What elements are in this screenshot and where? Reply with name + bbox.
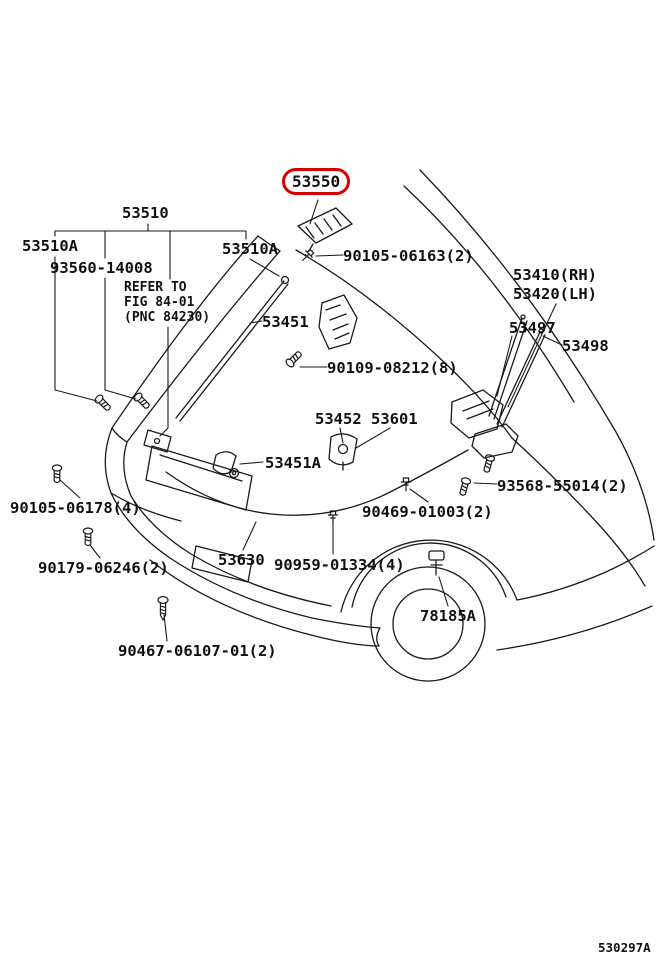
- screw-icon: [157, 595, 169, 621]
- part-label-53451[interactable]: 53451: [262, 313, 309, 331]
- part-label-53497[interactable]: 53497: [509, 319, 556, 337]
- bolt-icon: [51, 464, 63, 484]
- part-label-90105-06163[interactable]: 90105-06163(2): [343, 247, 474, 265]
- part-label-53510[interactable]: 53510: [122, 204, 169, 222]
- part-label-53630[interactable]: 53630: [218, 551, 265, 569]
- refer-note: REFER TO FIG 84-01 (PNC 84230): [124, 280, 210, 325]
- bolt-icon: [457, 476, 472, 497]
- bolt-icon: [284, 348, 305, 369]
- part-label-53420-lh[interactable]: 53420(LH): [513, 285, 597, 303]
- part-label-90109-08212[interactable]: 90109-08212(8): [327, 359, 458, 377]
- clip-icon: [327, 510, 339, 525]
- part-label-53451a[interactable]: 53451A: [265, 454, 321, 472]
- bolt-icon: [93, 393, 114, 414]
- part-label-90179-06246[interactable]: 90179-06246(2): [38, 559, 169, 577]
- part-label-90105-06178[interactable]: 90105-06178(4): [10, 499, 141, 517]
- part-label-90469-01003[interactable]: 90469-01003(2): [362, 503, 493, 521]
- part-label-53550-text: 53550: [292, 172, 341, 191]
- part-label-53550-highlighted[interactable]: 53550: [282, 168, 351, 195]
- figure-code: 530297A: [598, 940, 651, 955]
- part-label-53510a-left[interactable]: 53510A: [22, 237, 78, 255]
- refer-note-line1: REFER TO: [124, 280, 187, 295]
- bolt-icon: [82, 527, 94, 547]
- refer-note-line3: (PNC 84230): [124, 310, 211, 325]
- car-body-art: [104, 169, 655, 682]
- part-label-90959-01334[interactable]: 90959-01334(4): [274, 556, 405, 574]
- bolt-icon: [132, 391, 153, 412]
- part-label-53601[interactable]: 53601: [371, 410, 418, 428]
- clip-icon: [400, 477, 412, 492]
- refer-note-line2: FIG 84-01: [124, 295, 195, 310]
- part-label-93568-55014[interactable]: 93568-55014(2): [497, 477, 628, 495]
- part-label-78185a[interactable]: 78185A: [420, 607, 476, 625]
- part-label-53410-rh[interactable]: 53410(RH): [513, 266, 597, 284]
- part-label-53452[interactable]: 53452: [315, 410, 362, 428]
- part-label-53498[interactable]: 53498: [562, 337, 609, 355]
- clip-icon: [298, 247, 316, 265]
- leader-lines: [54, 199, 563, 642]
- part-label-53510a-right[interactable]: 53510A: [222, 240, 278, 258]
- part-label-90467-06107[interactable]: 90467-06107-01(2): [118, 642, 277, 660]
- part-label-93560-14008[interactable]: 93560-14008: [50, 259, 153, 277]
